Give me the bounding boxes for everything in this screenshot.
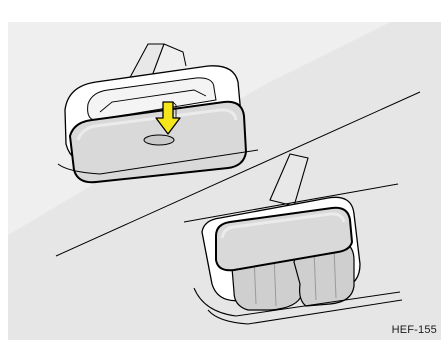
seat-belt-edge bbox=[164, 44, 186, 66]
closed-cupholder-view bbox=[58, 44, 258, 182]
push-button bbox=[144, 135, 174, 145]
cupholder-illustration bbox=[8, 22, 441, 340]
illustration-panel: HEF-155 bbox=[8, 22, 441, 340]
figure-code: HEF-155 bbox=[392, 324, 437, 336]
